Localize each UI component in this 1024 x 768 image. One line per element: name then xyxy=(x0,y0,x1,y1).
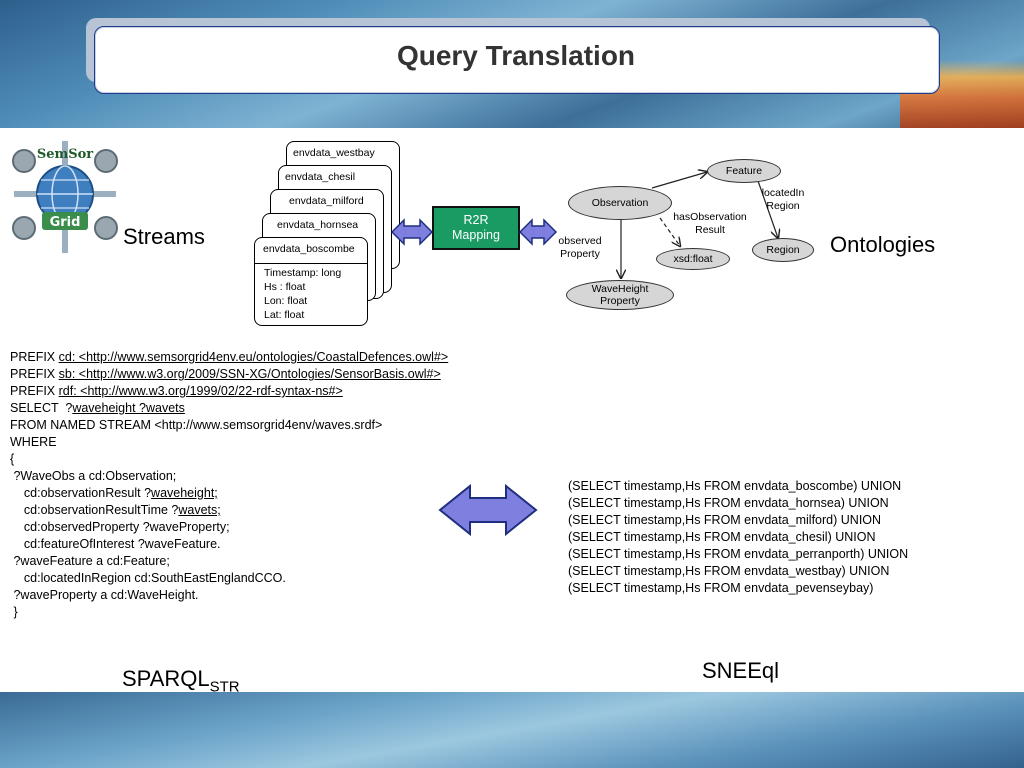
from-clause: FROM NAMED STREAM <http://www.semsorgrid… xyxy=(10,418,383,432)
query-line: ?waveFeature a cd:Feature; xyxy=(10,554,170,568)
stream-schema: Timestamp: long Hs : float Lon: float La… xyxy=(264,266,341,322)
keyword: SELECT ? xyxy=(10,401,73,415)
schema-field: Lon: float xyxy=(264,295,308,307)
keyword: PREFIX xyxy=(10,350,59,364)
sql-line: (SELECT timestamp,Hs FROM envdata_pevens… xyxy=(568,581,874,595)
divider xyxy=(255,263,367,264)
edge-arrow xyxy=(756,177,778,238)
schema-field: Timestamp: long xyxy=(264,267,342,279)
stream-name: envdata_boscombe xyxy=(263,243,355,255)
edge-label-line: Region xyxy=(766,200,800,212)
page-title: Query Translation xyxy=(396,40,636,71)
mapping-label: Mapping xyxy=(452,228,500,242)
sql-line: (SELECT timestamp,Hs FROM envdata_westba… xyxy=(568,564,890,578)
double-arrow-icon xyxy=(390,218,434,246)
query-line: cd:locatedInRegion cd:SouthEastEnglandCC… xyxy=(10,571,286,585)
mapping-label: R2R xyxy=(463,213,489,227)
where-clause: WHERE xyxy=(10,435,57,449)
edge-label-line: observed xyxy=(558,235,602,247)
select-vars: waveheight ?wavets xyxy=(72,401,185,415)
query-line: ?waveProperty a cd:WaveHeight. xyxy=(10,588,199,602)
svg-text:Grid: Grid xyxy=(50,215,81,230)
stream-name: envdata_milford xyxy=(289,195,364,207)
sparql-str-label: SPARQLSTR xyxy=(122,666,240,695)
edge-label-line: Property xyxy=(560,248,600,260)
double-arrow-icon xyxy=(438,483,538,537)
sparql-query: PREFIX cd: <http://www.semsorgrid4env.eu… xyxy=(10,349,448,621)
node-label: WaveHeight xyxy=(591,283,649,295)
sql-line: (SELECT timestamp,Hs FROM envdata_boscom… xyxy=(568,479,902,493)
stream-name: envdata_chesil xyxy=(285,171,356,183)
streams-heading: Streams xyxy=(123,224,205,249)
label-subscript: STR xyxy=(209,678,240,696)
node-waveheight-property: WaveHeight Property xyxy=(566,280,674,310)
edge-label-line: locatedIn xyxy=(761,187,805,199)
brace: } xyxy=(10,605,18,619)
edge-label-located-in-region: locatedIn Region xyxy=(752,187,814,213)
edge-label-observed-property: observed Property xyxy=(554,235,606,261)
query-line: cd:featureOfInterest ?waveFeature. xyxy=(10,537,221,551)
stream-name: envdata_hornsea xyxy=(277,219,359,231)
node-observation: Observation xyxy=(568,186,672,220)
svg-text:SemSor: SemSor xyxy=(37,147,93,162)
brace: { xyxy=(10,452,15,466)
node-xsd-float: xsd:float xyxy=(656,248,730,270)
sql-line: (SELECT timestamp,Hs FROM envdata_perran… xyxy=(568,547,909,561)
semsorgrid-logo-icon: SemSor Grid xyxy=(12,141,118,253)
prefix-rdf-link[interactable]: rdf: <http://www.w3.org/1999/02/22-rdf-s… xyxy=(58,384,343,398)
edge-label-line: Result xyxy=(695,224,725,236)
schema-field: Lat: float xyxy=(264,309,305,321)
stream-card-boscombe: envdata_boscombe xyxy=(254,237,368,326)
prefix-sb-link[interactable]: sb: <http://www.w3.org/2009/SSN-XG/Ontol… xyxy=(58,367,441,381)
query-line: cd:observationResultTime ? xyxy=(10,503,179,517)
ontologies-heading: Ontologies xyxy=(830,232,936,257)
node-label: Property xyxy=(600,295,640,307)
node-feature: Feature xyxy=(707,159,781,183)
title-box xyxy=(94,26,940,94)
query-var: waveheight; xyxy=(151,486,218,500)
double-arrow-icon xyxy=(518,218,558,246)
edge-arrow xyxy=(651,172,707,189)
keyword: PREFIX xyxy=(10,367,59,381)
prefix-cd-link[interactable]: cd: <http://www.semsorgrid4env.eu/ontolo… xyxy=(58,350,449,364)
footer-banner xyxy=(0,692,1024,768)
sql-line: (SELECT timestamp,Hs FROM envdata_chesil… xyxy=(568,530,876,544)
label-text: SPARQL xyxy=(122,666,210,691)
query-var: wavets; xyxy=(178,503,221,517)
schema-field: Hs : float xyxy=(264,281,306,293)
node-region: Region xyxy=(752,238,814,262)
edge-label-has-observation-result: hasObservation Result xyxy=(668,211,752,237)
keyword: PREFIX xyxy=(10,384,59,398)
sql-line: (SELECT timestamp,Hs FROM envdata_milfor… xyxy=(568,513,882,527)
edge-label-line: hasObservation xyxy=(673,211,747,223)
r2r-mapping-box: R2R Mapping xyxy=(432,206,520,250)
query-line: cd:observedProperty ?waveProperty; xyxy=(10,520,230,534)
sneeql-query: (SELECT timestamp,Hs FROM envdata_boscom… xyxy=(568,478,908,597)
sql-line: (SELECT timestamp,Hs FROM envdata_hornse… xyxy=(568,496,889,510)
query-line: ?WaveObs a cd:Observation; xyxy=(10,469,177,483)
edge-arrow xyxy=(659,217,680,246)
sneeql-label: SNEEql xyxy=(702,658,780,683)
query-line: cd:observationResult ? xyxy=(10,486,152,500)
stream-name: envdata_westbay xyxy=(293,147,375,159)
